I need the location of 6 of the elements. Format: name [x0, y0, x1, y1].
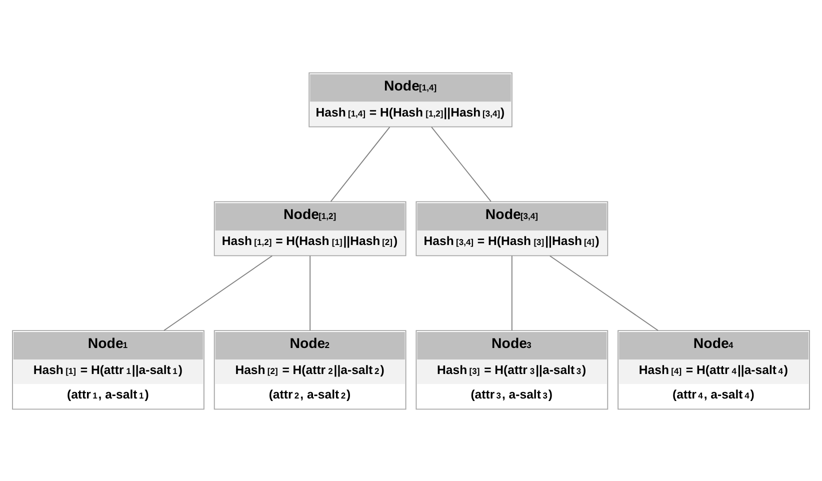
connector	[310, 254, 311, 330]
connector	[511, 254, 512, 330]
connector	[330, 126, 390, 202]
connector	[163, 254, 273, 330]
connector	[549, 254, 659, 330]
connector	[431, 126, 492, 202]
